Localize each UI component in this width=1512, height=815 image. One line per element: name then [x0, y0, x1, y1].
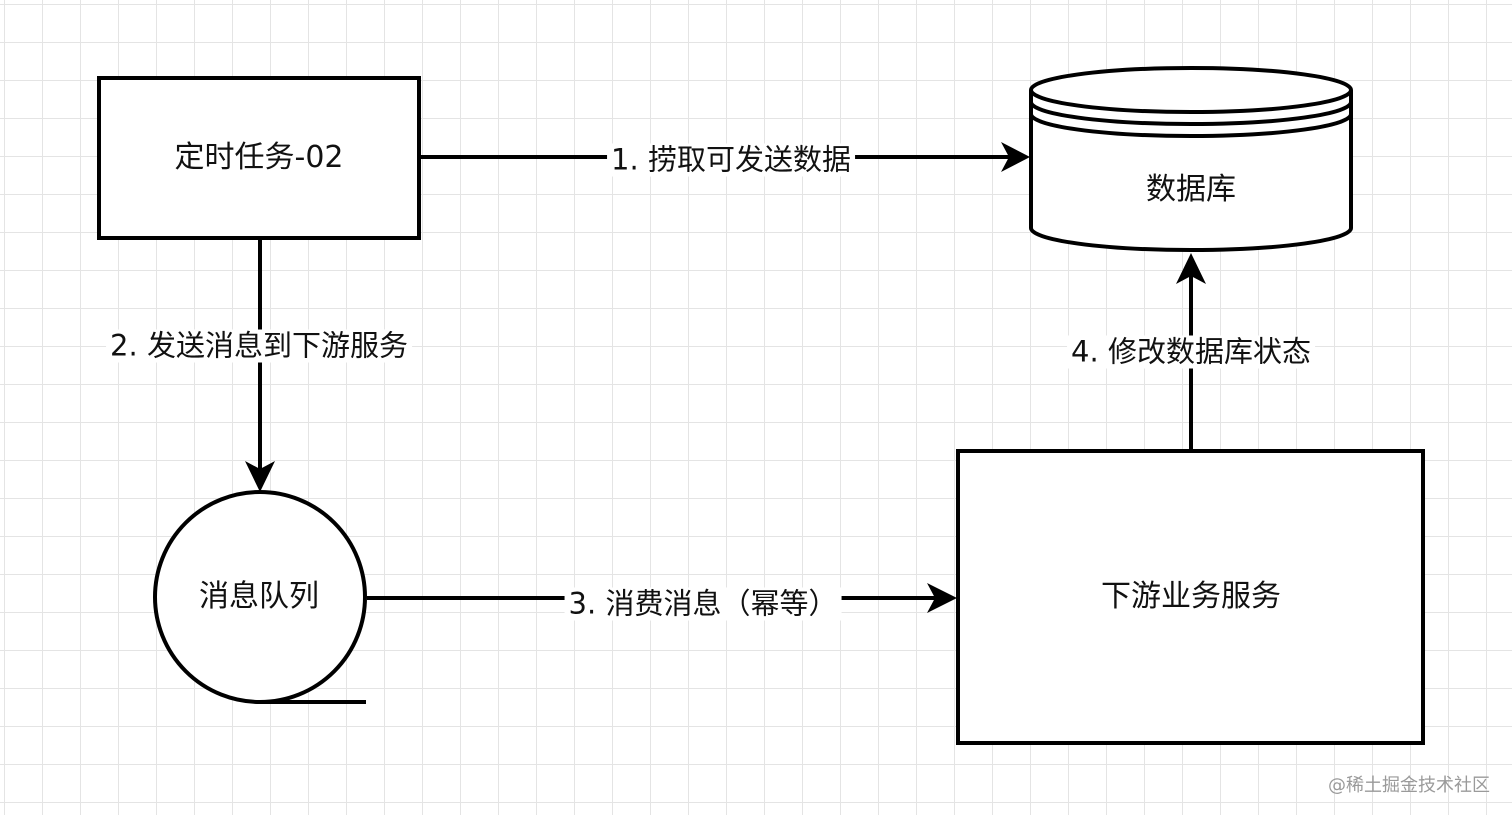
message-queue-label: 消息队列 — [199, 579, 319, 614]
edge-fetch-data-arrowhead — [1001, 142, 1030, 172]
watermark-text: @稀土掘金技术社区 — [1328, 775, 1490, 796]
edge-update-status-label: 4. 修改数据库状态 — [1067, 335, 1315, 369]
edge-send-message-arrowhead — [245, 461, 275, 492]
timer-task-box[interactable] — [97, 76, 421, 240]
edge-update-status-arrowhead — [1176, 253, 1206, 284]
database-label: 数据库 — [1146, 172, 1236, 207]
edge-fetch-data-label: 1. 捞取可发送数据 — [607, 143, 855, 177]
edge-consume-message-label: 3. 消费消息（幂等） — [564, 587, 842, 621]
edge-consume-message-arrowhead — [927, 583, 957, 613]
edge-send-message-label: 2. 发送消息到下游服务 — [106, 329, 412, 363]
downstream-service-label: 下游业务服务 — [1101, 579, 1281, 614]
timer-task-label: 定时任务-02 — [174, 140, 344, 175]
downstream-service-box[interactable] — [956, 449, 1425, 745]
database-cylinder[interactable] — [1029, 66, 1353, 252]
